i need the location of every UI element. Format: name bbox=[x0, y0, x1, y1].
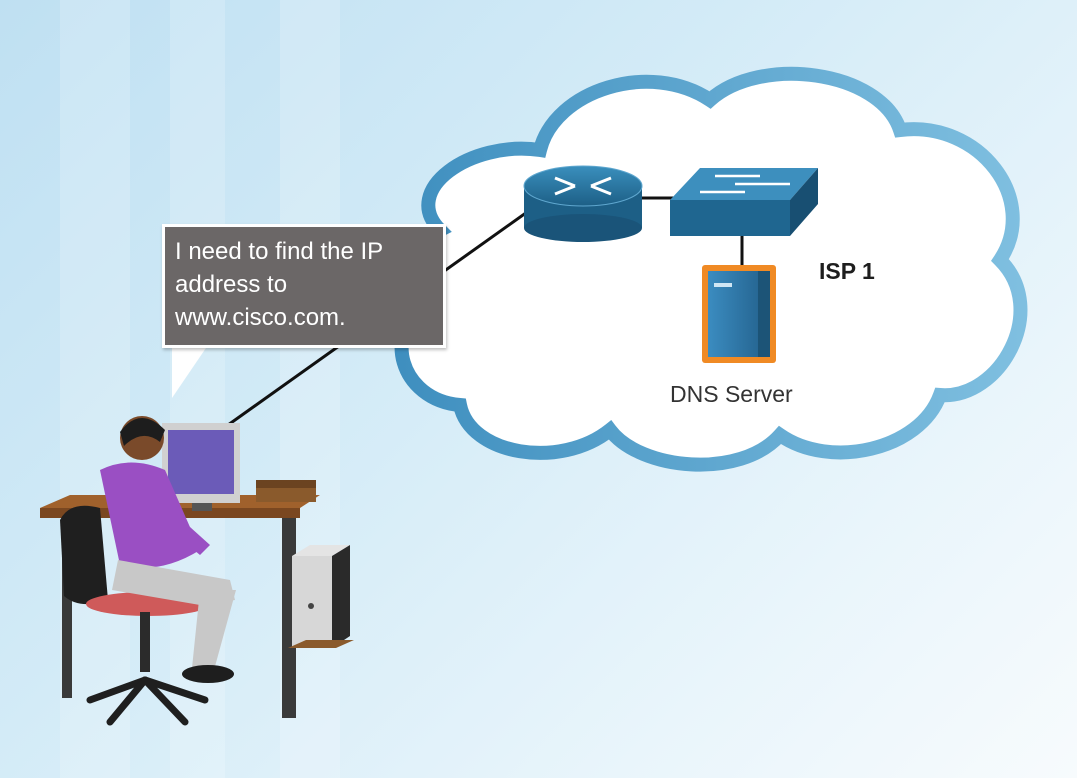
speech-bubble-tail bbox=[172, 345, 208, 398]
isp-label: ISP 1 bbox=[819, 258, 875, 284]
user-workstation-icon bbox=[40, 416, 354, 726]
switch-icon bbox=[670, 168, 818, 236]
dns-server-label: DNS Server bbox=[670, 381, 793, 407]
speech-line-1: I need to find the IP bbox=[175, 238, 384, 265]
server-icon bbox=[702, 265, 776, 363]
router-icon bbox=[523, 165, 643, 242]
speech-line-3: www.cisco.com. bbox=[175, 304, 346, 331]
speech-line-2: address to bbox=[175, 271, 288, 298]
speech-bubble: I need to find the IP address to www.cis… bbox=[162, 224, 446, 348]
